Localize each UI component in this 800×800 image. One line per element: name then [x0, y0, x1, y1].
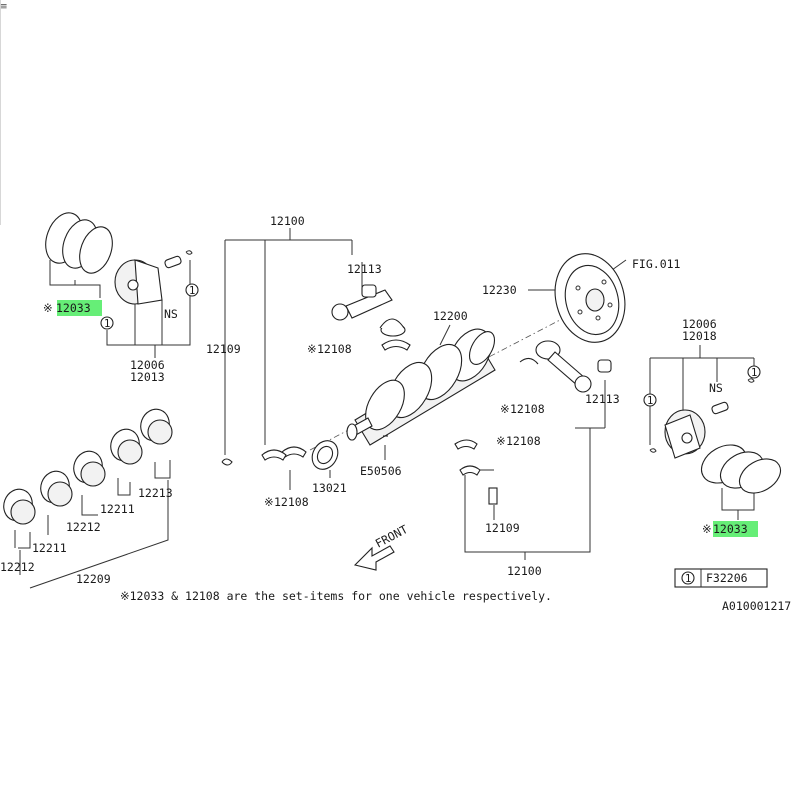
connecting-rod-top	[331, 284, 411, 351]
label-ns-right: NS	[709, 381, 723, 395]
label-front: FRONT	[373, 522, 410, 551]
label-12212-b: 12212	[0, 560, 35, 574]
label-fig011: FIG.011	[632, 257, 681, 271]
highlight-12033-right	[713, 521, 758, 537]
connecting-rod-right	[519, 340, 612, 393]
label-12006-right: 12006	[682, 317, 717, 331]
crankshaft	[309, 319, 561, 451]
circle-markers: 1 1 1 1	[100, 283, 761, 407]
label-12113-top: 12113	[347, 262, 382, 276]
corner-menu-icon: ≡	[0, 2, 8, 12]
highlight-12033-left	[57, 300, 102, 316]
marker-1b: 1	[104, 318, 110, 330]
label-12230: 12230	[482, 283, 517, 297]
center-bearings	[221, 435, 498, 505]
part-shapes	[3, 212, 782, 571]
marker-1a: 1	[189, 285, 195, 297]
label-12108-c: 12108	[510, 402, 545, 416]
label-12108-a: 12108	[317, 342, 352, 356]
label-12109-left: 12109	[206, 342, 241, 356]
label-12211-a: 12211	[100, 502, 135, 516]
right-piston-rings	[700, 444, 782, 494]
left-piston	[114, 250, 193, 305]
marker-1d: 1	[751, 367, 757, 379]
label-12212-a: 12212	[66, 520, 101, 534]
right-piston	[649, 378, 755, 459]
part-labels: 12100 12113 ※ 12108 12109 ※ 12108 13021 …	[0, 214, 748, 586]
label-12100-top: 12100	[270, 214, 305, 228]
label-12033-right: 12033	[713, 522, 748, 536]
label-e50506: E50506	[360, 464, 402, 478]
label-12033-star-left: ※	[43, 301, 53, 315]
label-12209: 12209	[76, 572, 111, 586]
label-12100-bottom: 12100	[507, 564, 542, 578]
leader-lines	[14, 228, 755, 589]
legend-marker-1: 1	[685, 573, 691, 585]
label-12013-left: 12013	[130, 370, 165, 384]
label-12109-right: 12109	[485, 521, 520, 535]
diagram-id: A010001217	[722, 599, 791, 613]
label-12108-star-a: ※	[307, 342, 317, 356]
label-12108-star-c: ※	[500, 402, 510, 416]
label-12018-right: 12018	[682, 329, 717, 343]
label-12211-b: 12211	[32, 541, 67, 555]
label-12113-right: 12113	[585, 392, 620, 406]
marker-1c: 1	[647, 395, 653, 407]
label-12108-star-b: ※	[264, 495, 274, 509]
label-12033-star-right: ※	[702, 522, 712, 536]
legend-box: 1 F32206	[674, 568, 768, 588]
label-12033-left: 12033	[56, 301, 91, 315]
front-arrow-icon	[353, 545, 395, 571]
legend-code: F32206	[706, 571, 748, 585]
label-12200: 12200	[433, 309, 468, 323]
label-13021: 13021	[312, 481, 347, 495]
label-12108-star-d: ※	[496, 434, 506, 448]
footnote-text: ※12033 & 12108 are the set-items for one…	[120, 589, 552, 603]
label-12108-b: 12108	[274, 495, 309, 509]
main-bearings-left	[3, 408, 173, 525]
label-12006-left: 12006	[130, 358, 165, 372]
left-piston-rings	[45, 212, 113, 274]
flywheel	[554, 253, 626, 343]
label-ns-left: NS	[164, 307, 178, 321]
label-12108-d: 12108	[506, 434, 541, 448]
label-12213: 12213	[138, 486, 173, 500]
left-edge-rule	[0, 0, 1, 225]
